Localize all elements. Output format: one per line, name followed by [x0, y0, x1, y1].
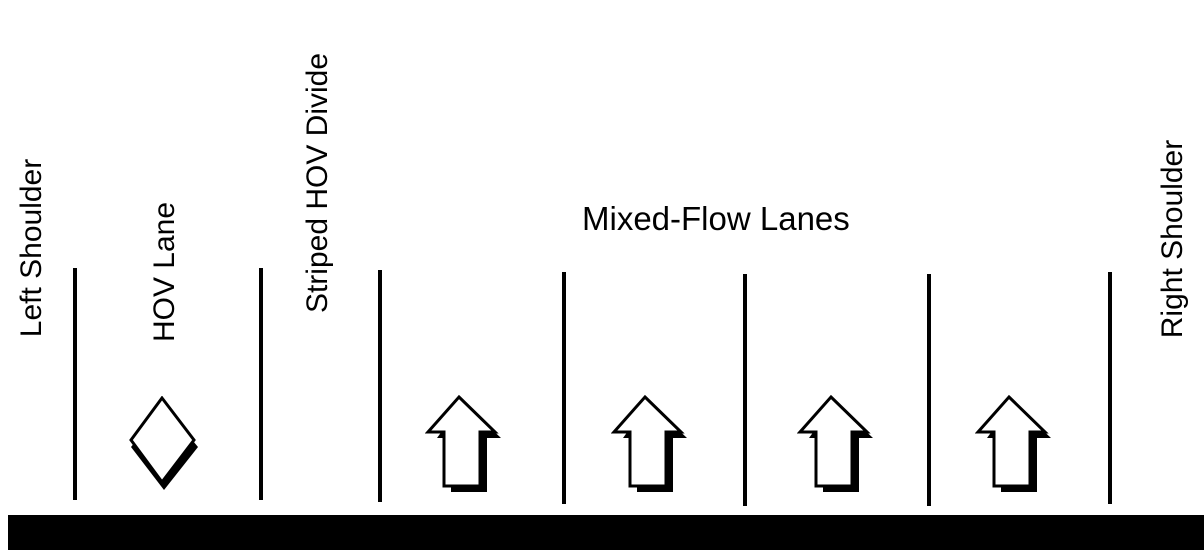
striped-hov-divide-label: Striped HOV Divide — [301, 52, 334, 314]
mixed-flow-left-edge-line — [378, 270, 382, 502]
left-edge-line — [73, 268, 77, 500]
lane-line-3 — [927, 274, 931, 506]
mixed-flow-lanes-label: Mixed-Flow Lanes — [582, 200, 850, 237]
up-arrow-icon — [975, 394, 1051, 492]
lane-line-2 — [743, 274, 747, 506]
right-shoulder-label: Right Shoulder — [1156, 139, 1189, 339]
hov-lane-label: HOV Lane — [148, 201, 181, 343]
right-edge-line — [1108, 272, 1112, 504]
left-shoulder-label: Left Shoulder — [15, 158, 48, 338]
up-arrow-icon — [425, 394, 501, 492]
up-arrow-icon — [797, 394, 873, 492]
hov-striped-divide-line — [259, 268, 263, 500]
lane-line-1 — [562, 272, 566, 504]
up-arrow-icon — [611, 394, 687, 492]
roadway-base-band — [8, 515, 1204, 550]
diamond-icon — [129, 396, 198, 490]
